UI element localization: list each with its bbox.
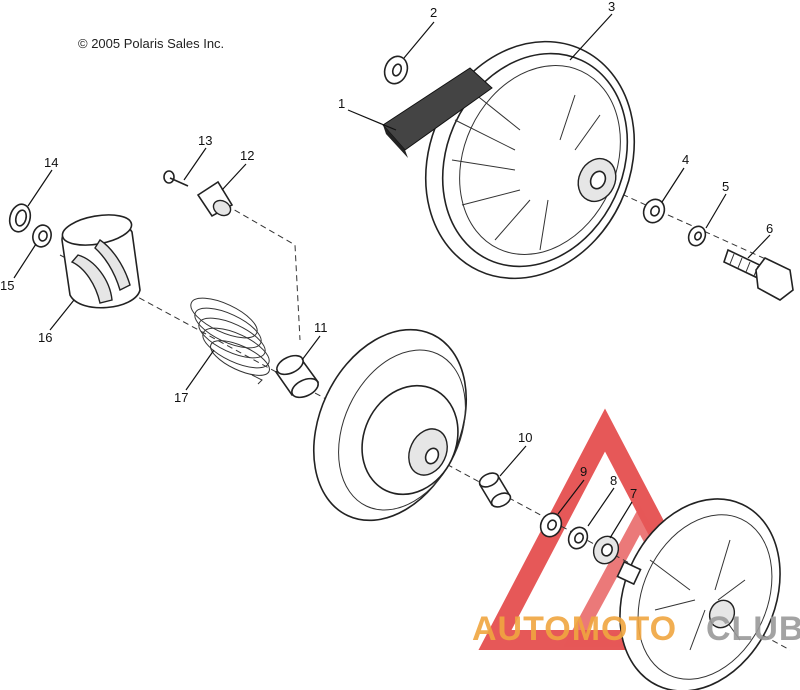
part-8-washer [567, 526, 589, 550]
callout-labels: 1 2 3 4 5 6 7 8 9 10 11 12 13 14 15 16 1… [0, 0, 773, 501]
part-stationary-sheave [616, 498, 781, 690]
part-2-washer [383, 55, 409, 85]
callout-7: 7 [630, 486, 637, 501]
callout-15: 15 [0, 278, 14, 293]
part-14-snap-ring [8, 203, 32, 233]
part-10-bushing [478, 472, 512, 508]
callout-10: 10 [518, 430, 532, 445]
callout-6: 6 [766, 221, 773, 236]
part-3-driven-sheave [424, 40, 636, 280]
callout-17: 17 [174, 390, 188, 405]
callout-8: 8 [610, 473, 617, 488]
callout-3: 3 [608, 0, 615, 14]
part-16-helix-cam [61, 214, 141, 309]
part-13-screw [163, 170, 189, 187]
callout-5: 5 [722, 179, 729, 194]
part-9-washer [539, 512, 563, 538]
watermark-text-right: CLUB [706, 610, 800, 648]
axis-line-upper [594, 181, 791, 271]
copyright-notice: © 2005 Polaris Sales Inc. [78, 36, 225, 51]
part-4-washer [642, 198, 666, 224]
part-5-lock-washer [687, 225, 707, 247]
callout-1: 1 [338, 96, 345, 111]
part-17-spring [190, 297, 270, 385]
part-moveable-sheave [312, 328, 468, 522]
callout-9: 9 [580, 464, 587, 479]
callout-2: 2 [430, 5, 437, 20]
axis-line-pin [225, 204, 301, 341]
callout-13: 13 [198, 133, 212, 148]
callout-12: 12 [240, 148, 254, 163]
part-7-spacer [592, 535, 620, 565]
callout-11: 11 [314, 320, 328, 335]
watermark-text-left: AUTOMOTO [472, 610, 677, 648]
part-1-drive-belt [382, 67, 493, 158]
leader-lines [13, 13, 771, 539]
part-15-washer [32, 224, 52, 248]
callout-14: 14 [44, 155, 58, 170]
part-12-button [196, 180, 234, 218]
callout-4: 4 [682, 152, 689, 167]
callout-16: 16 [38, 330, 52, 345]
part-11-bushing [274, 354, 320, 399]
part-6-bolt [723, 248, 794, 301]
watermark-text: AUTOMOTO CLUB [472, 610, 800, 648]
